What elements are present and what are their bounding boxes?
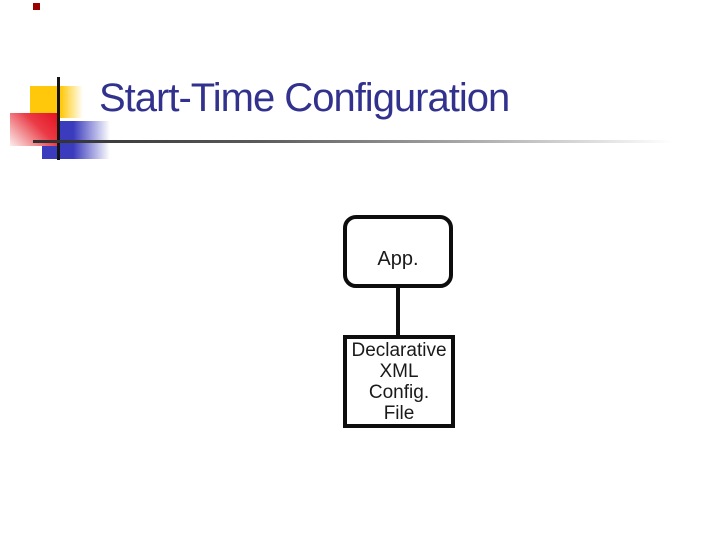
title-underline (33, 140, 672, 143)
config-box-line: XML (379, 361, 419, 382)
config-box-line: File (383, 403, 415, 424)
app-box-label: App. (377, 248, 419, 270)
corner-accent-square (33, 3, 40, 10)
slide-title: Start-Time Configuration (99, 76, 510, 120)
config-box-line: Config. (368, 382, 430, 403)
config-box-line: Declarative (351, 340, 447, 361)
vertical-accent-line (57, 77, 60, 160)
connector-line (396, 284, 400, 339)
yellow-accent-square (30, 86, 83, 118)
app-box: App. (343, 215, 453, 288)
config-box: Declarative XML Config. File (343, 335, 455, 428)
